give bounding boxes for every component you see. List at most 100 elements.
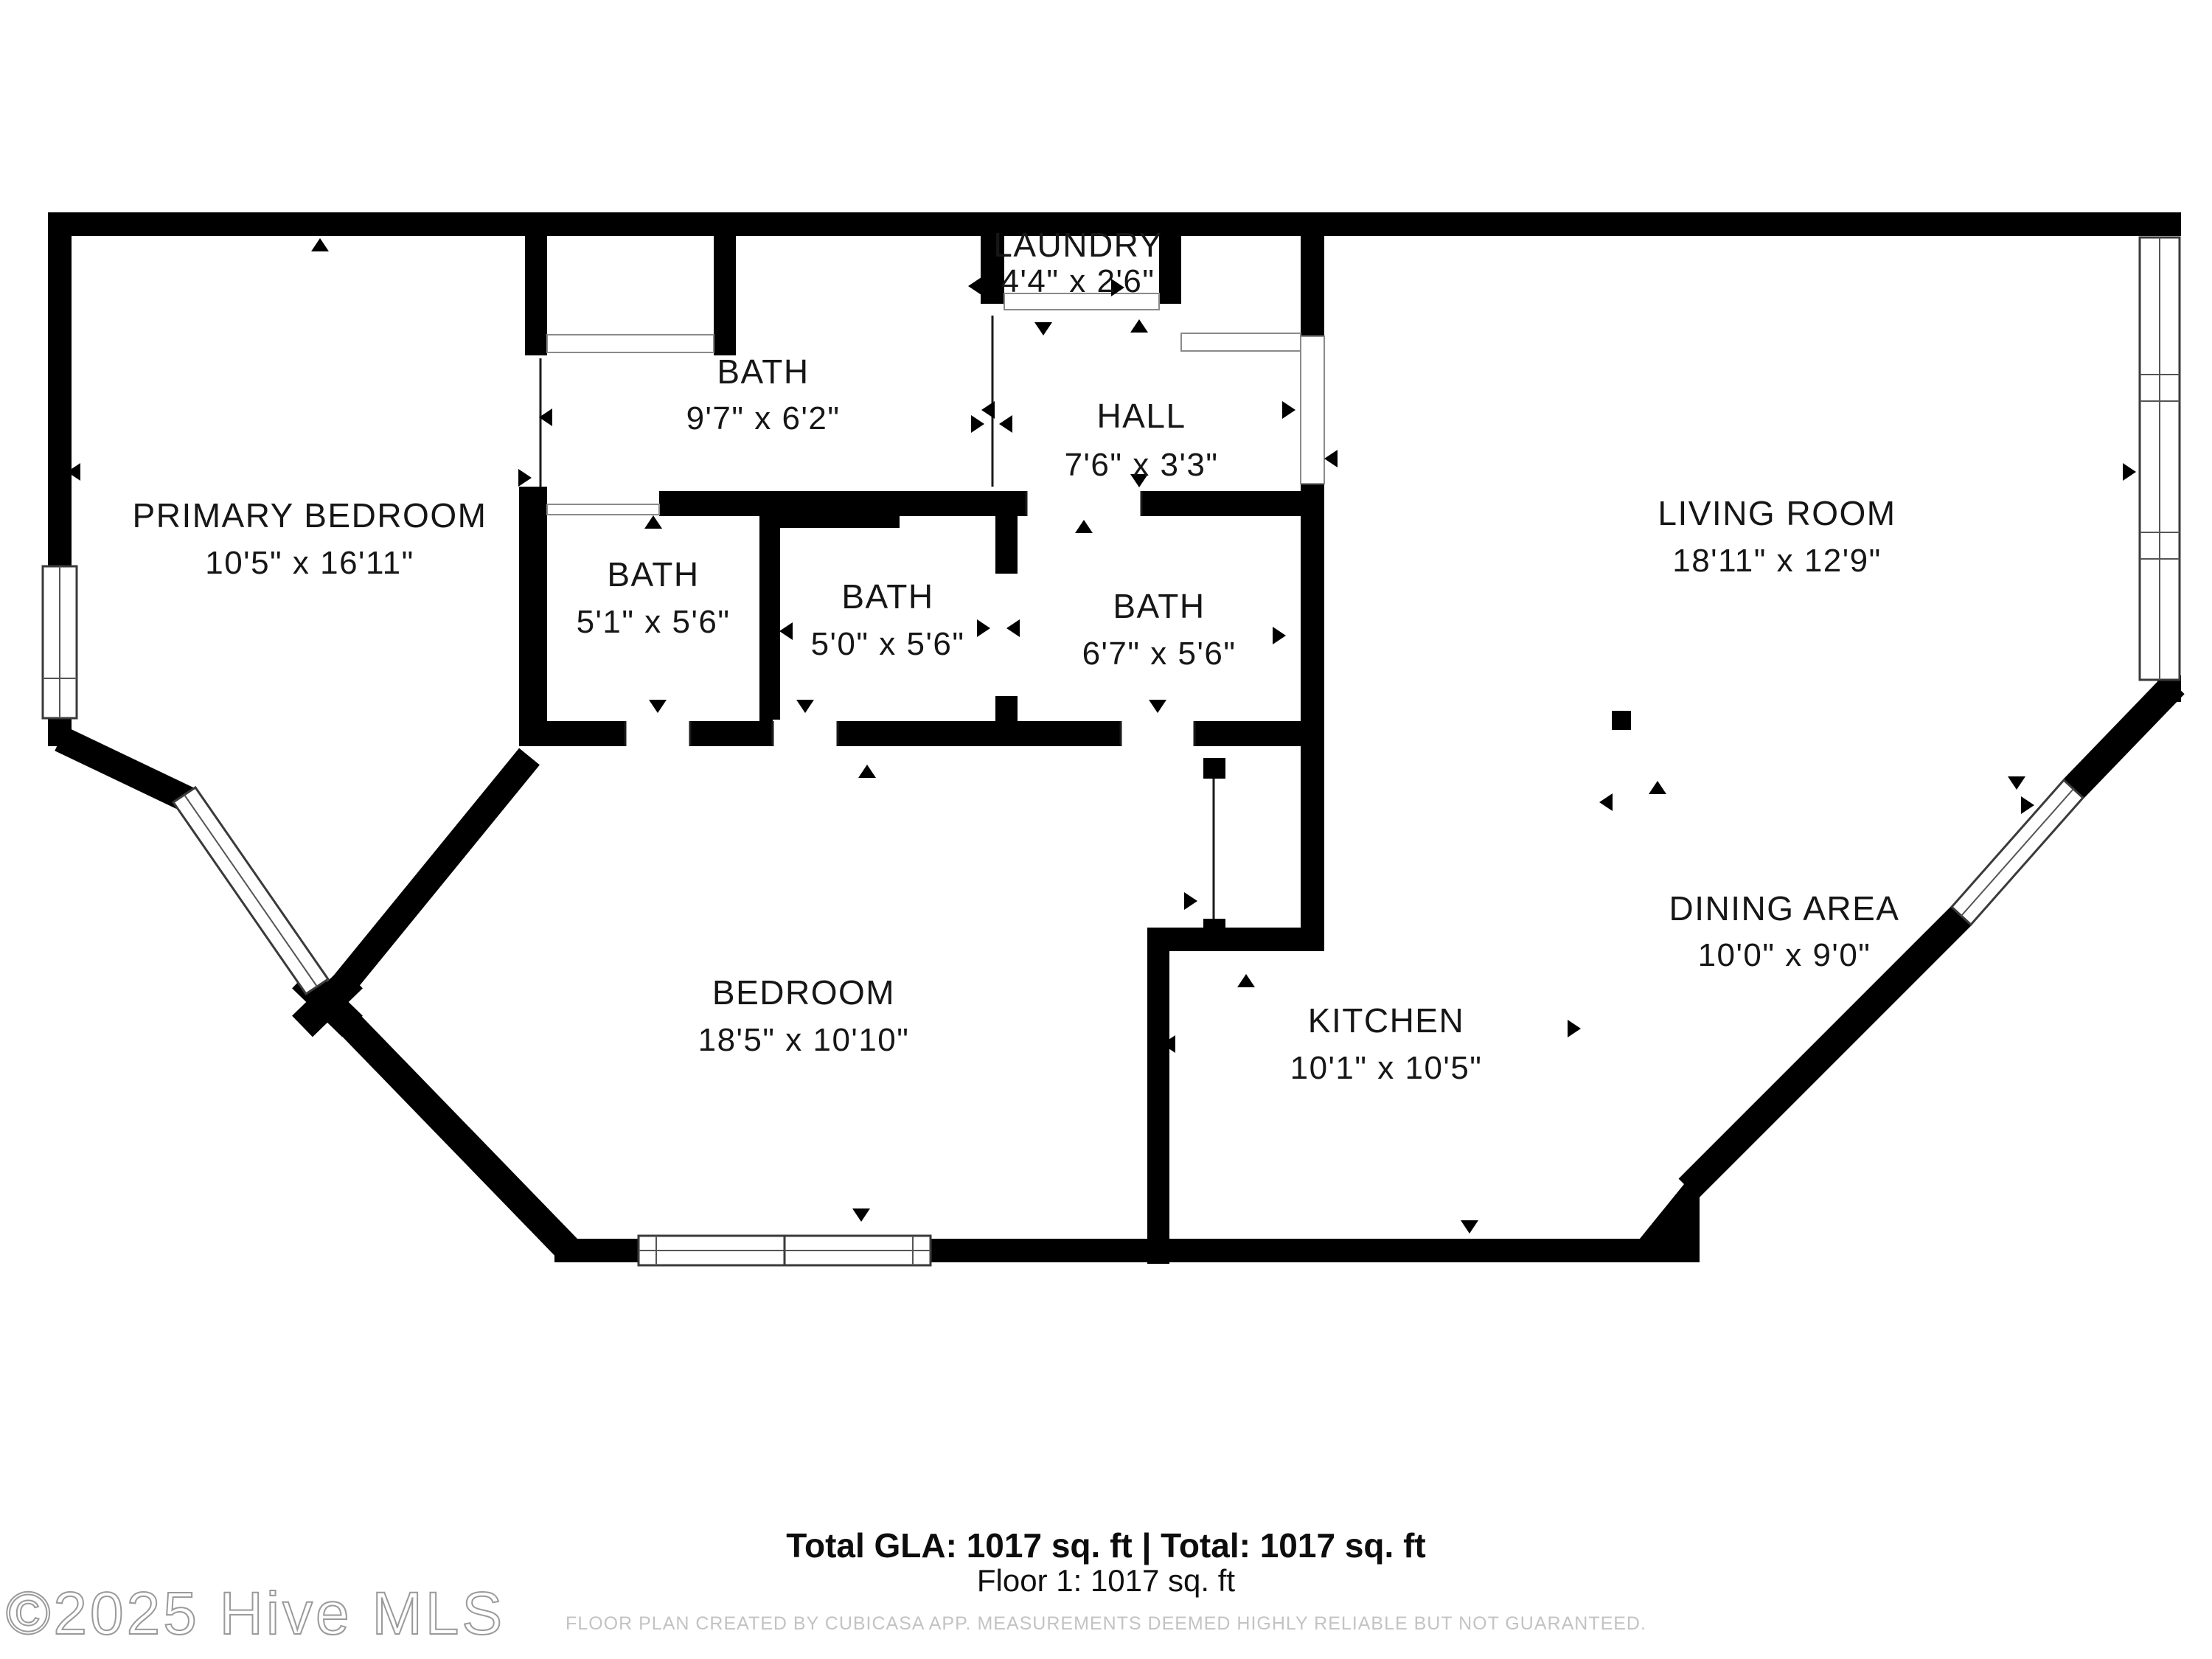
opening-marker (981, 401, 995, 419)
footer: Total GLA: 1017 sq. ft | Total: 1017 sq.… (566, 1526, 1646, 1634)
floor-area-text: Floor 1: 1017 sq. ft (977, 1563, 1236, 1598)
wall-diagonal-right-lower (1678, 905, 1972, 1199)
opening-marker (1273, 627, 1286, 644)
opening-marker (1075, 520, 1093, 533)
room-label-dining-area: DINING AREA (1669, 889, 1899, 928)
window-bedroom-2 (783, 1234, 932, 1267)
laundry-opening (1004, 293, 1160, 310)
wall-diagonal-right-upper (2063, 674, 2185, 799)
room-dims-living-room: 18'11" x 12'9" (1672, 543, 1882, 579)
room-label-bath-right: BATH (1113, 587, 1205, 625)
opening-marker (1649, 781, 1666, 794)
opening-marker (1461, 1220, 1478, 1234)
bath1-doorway (625, 720, 690, 748)
closet-opening (546, 334, 714, 353)
window-bedroom-1 (637, 1234, 786, 1267)
opening-marker (1282, 401, 1295, 419)
bath2-doorway (773, 720, 838, 748)
opening-marker (977, 619, 990, 637)
opening-marker (649, 700, 667, 713)
room-label-laundry: LAUNDRY (993, 226, 1163, 264)
opening-marker (1130, 319, 1148, 333)
room-dims-bath-left: 5'1" x 5'6" (577, 604, 731, 640)
hall-wall-right-upper (1301, 236, 1324, 336)
opening-marker (1599, 793, 1613, 811)
closet-wall-right (714, 236, 736, 355)
room-label-primary-bedroom: PRIMARY BEDROOM (133, 496, 487, 535)
room-dims-bath-middle: 5'0" x 5'6" (811, 626, 965, 662)
room-dims-bath-top: 9'7" x 6'2" (686, 400, 841, 437)
opening-marker (971, 415, 984, 433)
mls-watermark: ©2025 Hive MLS (6, 1580, 505, 1647)
opening-marker (1324, 450, 1338, 467)
room-label-bath-middle: BATH (841, 577, 933, 616)
primary-bedroom-diagonal-wall (323, 748, 540, 1006)
room-dims-dining-area: 10'0" x 9'0" (1698, 937, 1871, 973)
kitchen-wall-left (1301, 746, 1324, 951)
bath3-doorway (1121, 720, 1194, 748)
room-label-bath-top: BATH (717, 352, 809, 391)
window-bay-left (171, 785, 330, 996)
opening-marker (2021, 796, 2034, 814)
laundry-wall-left (981, 236, 1004, 304)
bath-block-wall-top (659, 491, 1323, 516)
room-dims-bath-right: 6'7" x 5'6" (1082, 636, 1237, 672)
room-label-bath-left: BATH (607, 555, 699, 594)
wall-diagonal-left-lower (323, 997, 580, 1261)
room-dims-primary-bedroom: 10'5" x 16'11" (205, 545, 414, 581)
openings (539, 293, 1325, 939)
opening-marker (1034, 322, 1052, 335)
window-right (2138, 236, 2181, 681)
room-dims-bedroom: 18'5" x 10'10" (698, 1022, 910, 1058)
bath-wall-jog (780, 516, 900, 528)
room-label-living-room: LIVING ROOM (1658, 494, 1896, 532)
window-left (41, 565, 78, 720)
bath1-side-opening (546, 504, 660, 515)
opening-marker (644, 515, 662, 529)
room-label-kitchen: KITCHEN (1308, 1001, 1464, 1040)
window-bay-right (1950, 778, 2085, 927)
opening-marker (1237, 974, 1255, 987)
opening-marker (311, 238, 329, 251)
opening-marker (518, 469, 532, 487)
laundry-wall-right (1159, 236, 1181, 304)
opening-marker (1568, 1020, 1581, 1037)
room-dims-laundry: 4'4" x 2'6" (1001, 263, 1155, 299)
room-labels: PRIMARY BEDROOM 10'5" x 16'11" BATH 9'7"… (133, 226, 1899, 1086)
bath-divider-2-upper (995, 516, 1018, 574)
room-label-bedroom: BEDROOM (712, 973, 895, 1012)
opening-marker (1006, 619, 1020, 637)
closet-wall-left (525, 236, 547, 355)
total-gla-text: Total GLA: 1017 sq. ft | Total: 1017 sq.… (786, 1526, 1425, 1565)
opening-marker (1149, 700, 1166, 713)
hall-wall-right-lower (1301, 484, 1324, 746)
opening-marker (858, 765, 876, 778)
opening-marker (796, 700, 814, 713)
opening-marker (2008, 776, 2025, 790)
opening-marker (968, 277, 981, 295)
vestibule-wall-jog (1147, 928, 1324, 951)
interior-walls (323, 236, 1631, 1264)
wall-corner-triangle (1621, 1165, 1700, 1262)
hall-pocket-door (1300, 335, 1325, 484)
room-label-hall: HALL (1096, 397, 1186, 435)
column (1612, 711, 1631, 730)
bath-block-wall-left (519, 487, 547, 746)
wall-left-upper (48, 212, 72, 566)
bath-divider-1 (759, 516, 780, 723)
opening-marker (1184, 892, 1197, 910)
windows (41, 236, 2181, 1267)
opening-marker (852, 1208, 870, 1222)
bedroom-kitchen-divider (1147, 951, 1169, 1264)
bath-divider-2-lower (995, 696, 1018, 723)
opening-marker (999, 415, 1012, 433)
disclaimer-text: FLOOR PLAN CREATED BY CUBICASA APP. MEAS… (566, 1613, 1646, 1634)
opening-marker (2123, 463, 2136, 481)
room-dims-hall: 7'6" x 3'3" (1065, 447, 1219, 483)
wall-top (48, 212, 2181, 236)
vestibule-pocket-door (1203, 758, 1225, 939)
room-dims-kitchen: 10'1" x 10'5" (1290, 1050, 1483, 1086)
opening-marker (779, 622, 793, 640)
